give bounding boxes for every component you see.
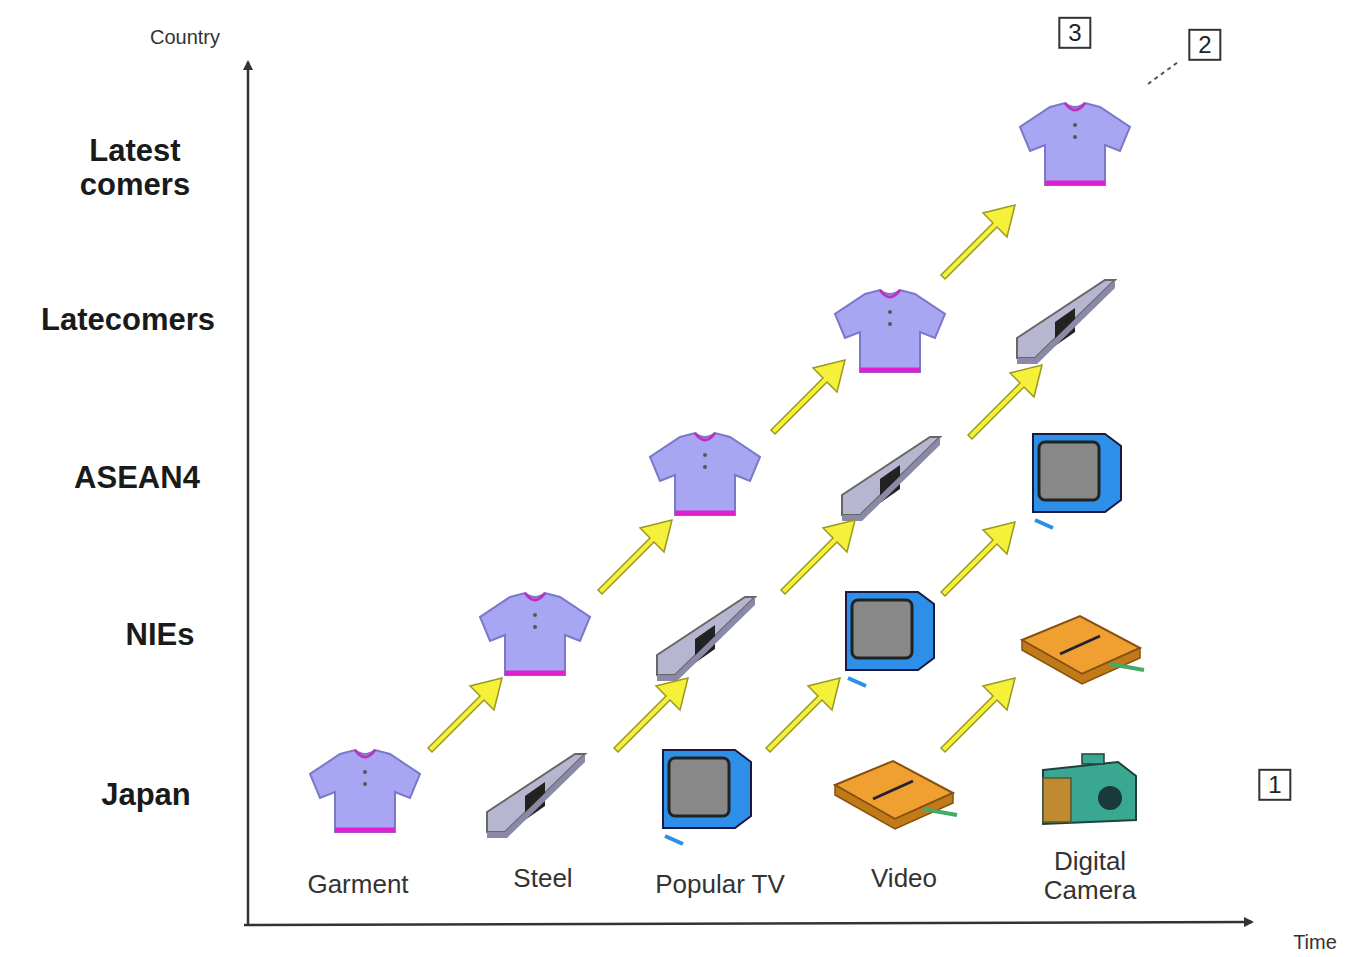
callout-number: 1 [1258,769,1291,801]
row-label: ASEAN4 [74,461,200,495]
callout-number: 3 [1058,17,1091,49]
product-label: Popular TV [655,870,785,899]
row-label: NIEs [126,618,195,652]
axis-label: Time [1293,931,1337,953]
row-label: Latecomers [41,303,215,337]
product-label: Steel [513,864,572,893]
row-label: Japan [101,778,191,812]
row-label: Latest comers [70,134,200,202]
product-label: Garment [307,870,408,899]
callout-number: 2 [1188,29,1221,61]
axis-label: Country [150,26,220,48]
product-label: Digital Camera [1025,847,1155,904]
product-label: Video [871,864,937,893]
